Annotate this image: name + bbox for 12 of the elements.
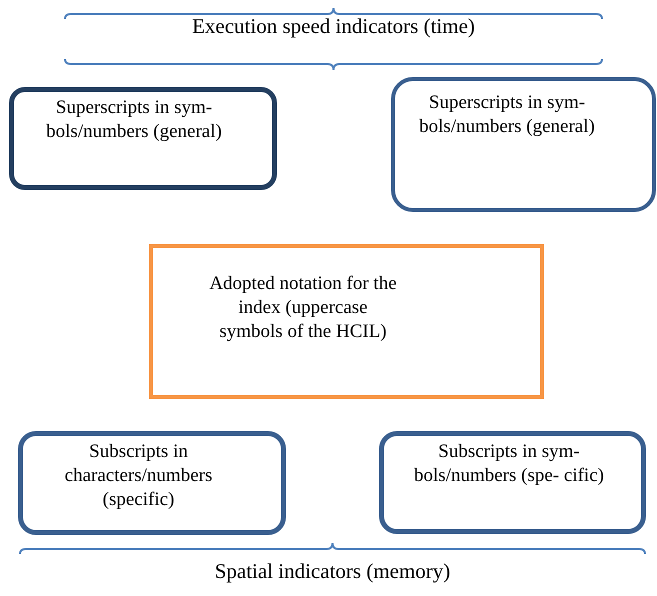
node-label: Spatial indicators (memory): [214, 559, 452, 583]
node-label: Execution speed indicators (time): [191, 14, 476, 38]
node-label: Subscripts in characters/numbers (specific): [64, 440, 214, 512]
notation-box: [149, 244, 544, 399]
node-label: Superscripts in sym- bols/numbers (general): [45, 96, 223, 144]
node-label: Adopted notation for the index (uppercase symbols of the HCIL): [208, 272, 398, 344]
rounded-box: [18, 431, 286, 535]
rounded-box: [391, 77, 656, 212]
rounded-box: [379, 431, 646, 534]
rounded-box: [9, 87, 277, 190]
node-label: Superscripts in sym- bols/numbers (general): [418, 91, 596, 139]
node-label: Subscripts in sym- bols/numbers (spe- cific): [414, 440, 604, 488]
